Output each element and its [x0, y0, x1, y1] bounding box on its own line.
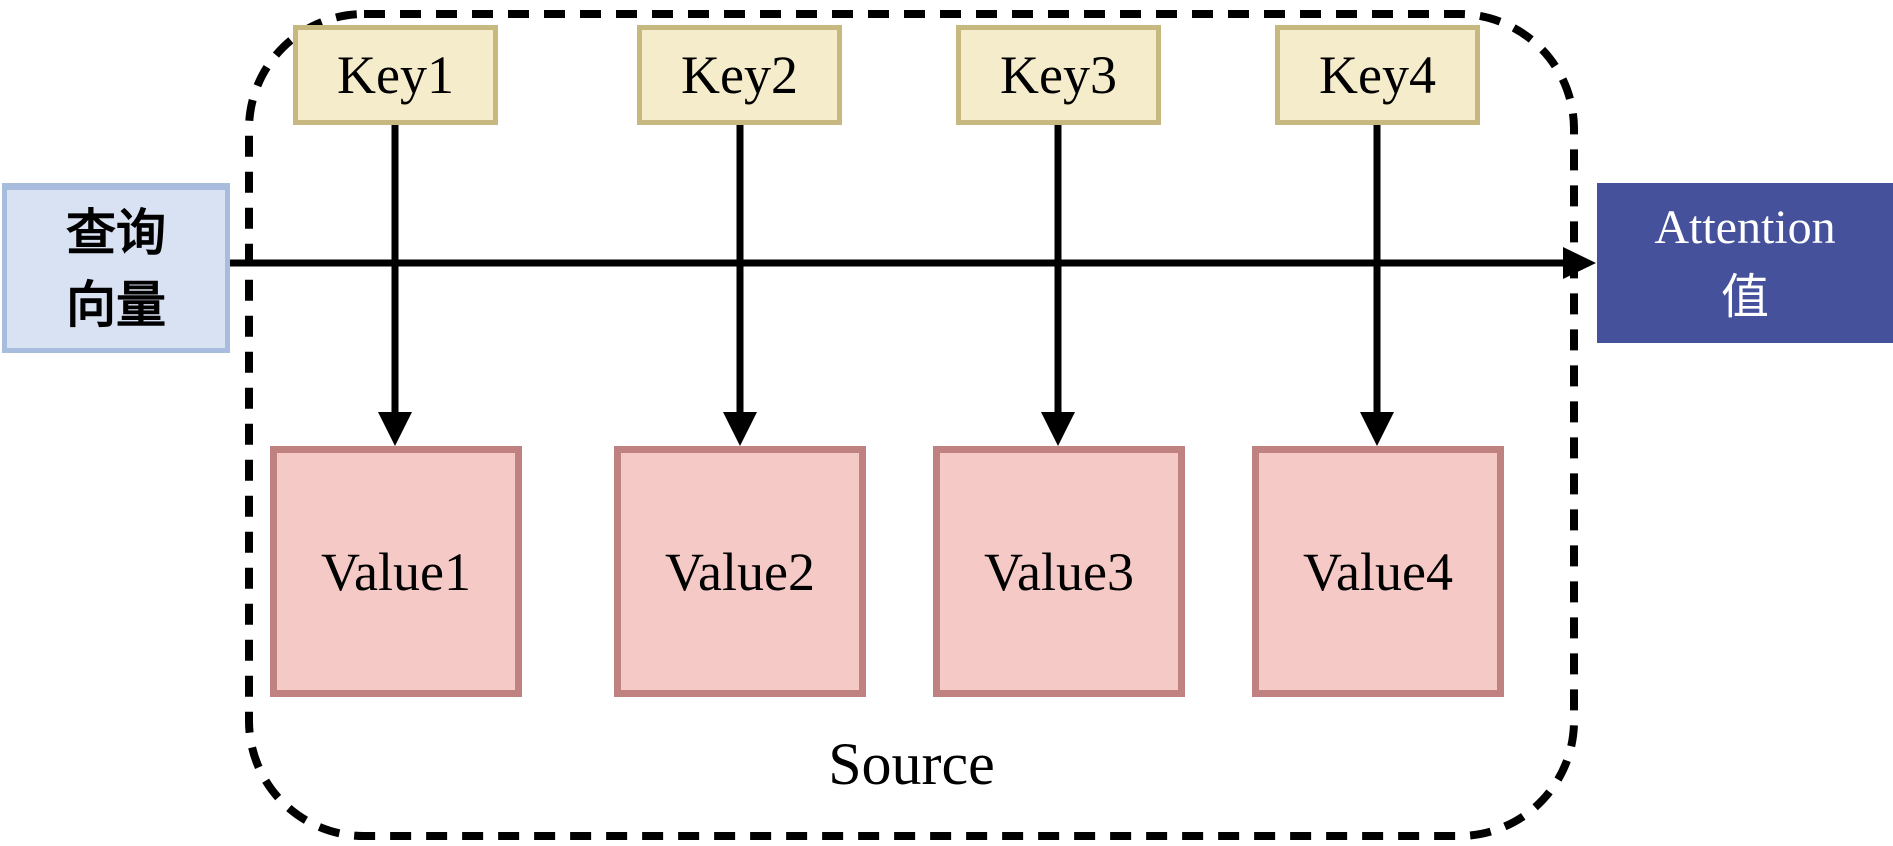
value-box-3-label: Value3 — [984, 541, 1134, 602]
source-boundary-dashed-rect — [245, 10, 1578, 840]
query-vector-box: 查询 向量 — [2, 183, 230, 353]
query-to-attention-arrow — [230, 247, 1596, 279]
key-box-2-label: Key2 — [681, 45, 798, 105]
value-box-1-label: Value1 — [321, 541, 471, 602]
key-box-4: Key4 — [1275, 25, 1480, 125]
key3-to-value3-arrow — [1041, 125, 1075, 446]
key2-to-value2-arrow — [723, 125, 757, 446]
key-box-1: Key1 — [293, 25, 498, 125]
value-box-4-label: Value4 — [1303, 541, 1453, 602]
key4-to-value4-arrow — [1360, 125, 1394, 446]
source-label: Source — [828, 731, 995, 797]
attention-value-line1: Attention — [1654, 201, 1836, 255]
key-box-4-label: Key4 — [1319, 45, 1436, 105]
value-box-2: Value2 — [614, 446, 866, 697]
query-vector-line2: 向量 — [66, 277, 166, 333]
key-box-2: Key2 — [637, 25, 842, 125]
value-box-4: Value4 — [1252, 446, 1504, 697]
value-box-2-label: Value2 — [665, 541, 815, 602]
attention-value-line2: 值 — [1720, 271, 1769, 324]
key-box-3-label: Key3 — [1000, 45, 1117, 105]
key-box-1-label: Key1 — [337, 45, 454, 105]
value-box-3: Value3 — [933, 446, 1185, 697]
value-box-1: Value1 — [270, 446, 522, 697]
key-box-3: Key3 — [956, 25, 1161, 125]
attention-value-box: Attention 值 — [1597, 183, 1893, 343]
query-vector-line1: 查询 — [66, 204, 166, 261]
key1-to-value1-arrow — [378, 125, 412, 446]
